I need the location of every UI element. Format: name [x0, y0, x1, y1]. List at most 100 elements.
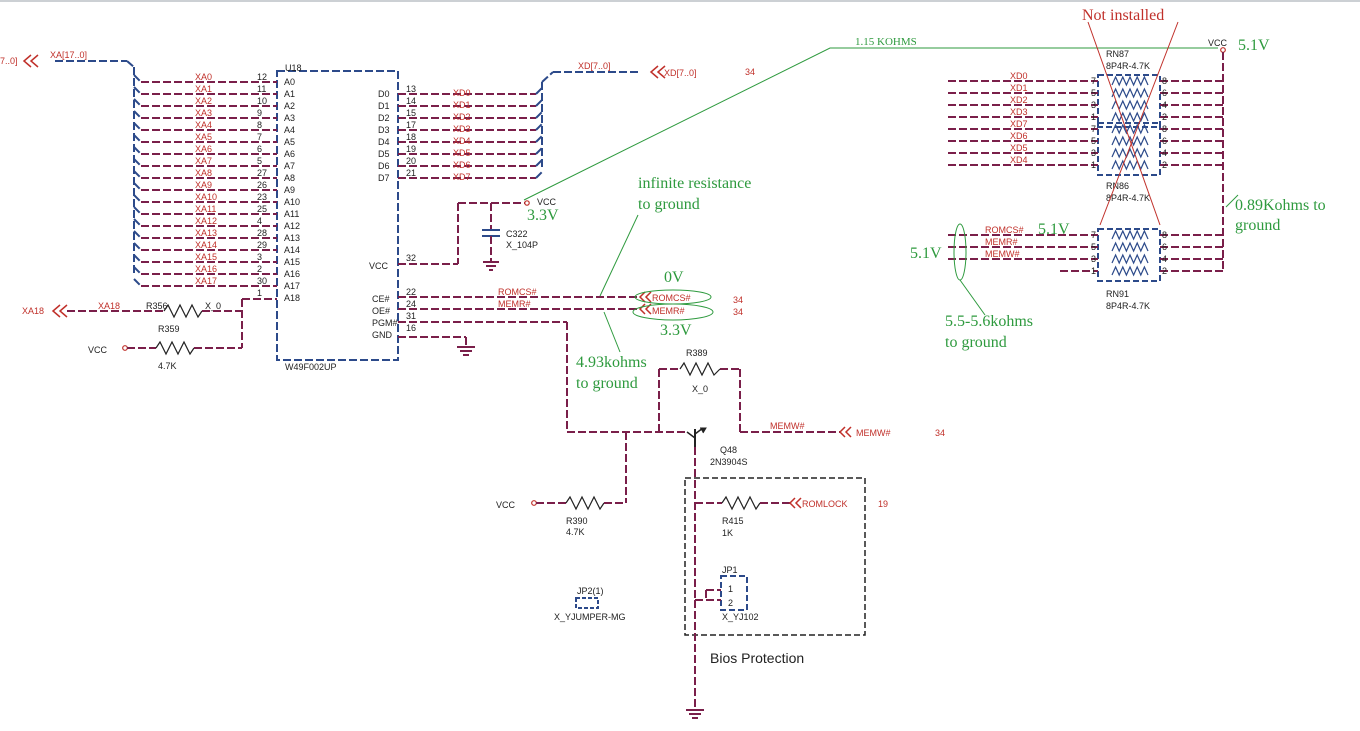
pin-name: A15 — [284, 257, 300, 267]
rn-pin-right: 4 — [1162, 148, 1167, 158]
address-net-label: XA1 — [195, 84, 212, 94]
xa18-wiring: XA18 XA18 R356 X_0 VCC R359 4.7K — [22, 298, 277, 371]
rn-pin-right: 8 — [1162, 230, 1167, 240]
rn-pin-left: 7 — [1091, 124, 1096, 134]
romcs-net-label: ROMCS# — [498, 287, 537, 297]
memr-net-label: MEMR# — [498, 299, 531, 309]
pin-name: A9 — [284, 185, 295, 195]
rn-pin-left: 1 — [1091, 112, 1096, 122]
address-net-label: XA0 — [195, 72, 212, 82]
xa-bus-port-arrow — [22, 54, 32, 68]
vcc-c322-node — [524, 200, 530, 206]
data-net-label: XD6 — [453, 160, 471, 170]
jp1-pin1: 1 — [728, 584, 733, 594]
rn-pin-right: 2 — [1162, 112, 1167, 122]
pin-name: D1 — [378, 101, 390, 111]
pin-name: A12 — [284, 221, 300, 231]
kohms-115-note: 1.15 KOHMS — [855, 36, 917, 48]
pin-number: 24 — [406, 299, 416, 309]
v51-left-note: 5.1V — [910, 245, 942, 262]
rn-resistor — [1111, 147, 1149, 159]
pin-number: 11 — [257, 84, 266, 94]
r415-value: 1K — [722, 528, 733, 538]
pin-number: 31 — [406, 311, 416, 321]
rn-pin-right: 6 — [1162, 88, 1167, 98]
address-net-label: XA11 — [195, 204, 216, 214]
rn-pin-left: 1 — [1091, 266, 1096, 276]
k493-leader — [603, 311, 621, 353]
u18-part: W49F002UP — [285, 362, 337, 372]
pin-name: PGM# — [372, 318, 398, 328]
rn-part: 8P4R-4.7K — [1106, 193, 1150, 203]
pin-name: A14 — [284, 245, 300, 255]
vcc-top-node — [1220, 47, 1226, 53]
pin-number: 9 — [257, 108, 262, 118]
pin-number: 28 — [257, 228, 267, 238]
rn-pin-right: 6 — [1162, 136, 1167, 146]
pin-name: A17 — [284, 281, 300, 291]
rn-pin-right: 8 — [1162, 124, 1167, 134]
pin-number: 8 — [257, 120, 262, 130]
pin-number: 30 — [257, 276, 267, 286]
rn-ref: RN91 — [1106, 289, 1129, 299]
pin-number: 21 — [406, 168, 416, 178]
r415-resistor: R415 1K ROMLOCK 19 — [695, 495, 888, 538]
pin-name: A13 — [284, 233, 300, 243]
pin-name: A3 — [284, 113, 295, 123]
pin-number: 16 — [406, 323, 416, 333]
not-installed-note: Not installed — [1082, 7, 1164, 24]
vcc-rail: VCC — [523, 38, 1228, 272]
v33-vcc-note: 3.3V — [527, 207, 559, 224]
rn-pin-right: 8 — [1162, 76, 1167, 86]
k089-note-2: ground — [1235, 217, 1280, 234]
jp1-pin2: 2 — [728, 598, 733, 608]
pin-number: 6 — [257, 144, 262, 154]
rn91-measure-ellipse — [953, 223, 967, 281]
pin-number: 14 — [406, 96, 416, 106]
vcc-c322-label: VCC — [537, 197, 557, 207]
xd-bus-port-label: XD[7..0] — [664, 68, 697, 78]
v51-top-note: 5.1V — [1238, 37, 1270, 54]
r359-ref: R359 — [158, 324, 180, 334]
memw-port: MEMW# MEMW# 34 — [770, 421, 945, 438]
pin-number: 13 — [406, 84, 416, 94]
address-net-label: XA4 — [195, 120, 212, 130]
pin-name: D2 — [378, 113, 390, 123]
k493-note-1: 4.93kohms — [576, 354, 647, 371]
pin-name: D6 — [378, 161, 390, 171]
r356-resistor — [163, 303, 203, 319]
rn-resistor — [1111, 229, 1149, 241]
r415-ref: R415 — [722, 516, 744, 526]
rn-net-label: XD1 — [1010, 83, 1028, 93]
xd-sheet-ref: 34 — [745, 67, 755, 77]
rn-net-label: XD7 — [1010, 119, 1028, 129]
xd-bus: XD[7..0] XD[7..0] 34 — [541, 61, 755, 170]
rn-resistor — [1111, 123, 1149, 135]
romcs-port-label: ROMCS# — [652, 293, 691, 303]
u18-pin-ctrl-2: PGM# 31 — [372, 311, 416, 328]
r389-ref: R389 — [686, 348, 708, 358]
r389-value: X_0 — [692, 384, 708, 394]
rn-resistor — [1111, 241, 1149, 253]
rn-pin-left: 5 — [1091, 242, 1096, 252]
address-net-label: XA2 — [195, 96, 212, 106]
address-net-label: XA7 — [195, 156, 212, 166]
rn-net-label: XD0 — [1010, 71, 1028, 81]
rn-net-label: XD2 — [1010, 95, 1028, 105]
pin-number: 2 — [257, 264, 262, 274]
c322-ref: C322 — [506, 229, 528, 239]
